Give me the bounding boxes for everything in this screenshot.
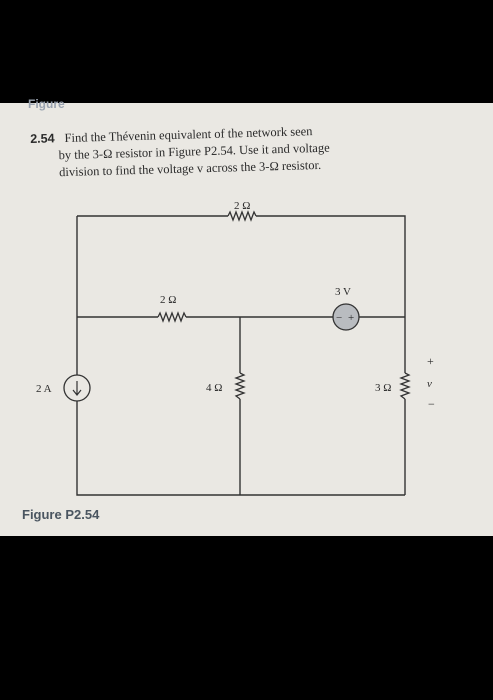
plus-terminal: + — [427, 354, 434, 368]
current-source-label: 2 A — [36, 383, 52, 395]
middle-resistor-label: 4 Ω — [206, 382, 222, 394]
minus-terminal: − — [428, 397, 435, 411]
right-resistor — [399, 372, 411, 400]
wire-left-lower — [76, 401, 405, 496]
voltage-source-plus: + — [348, 312, 354, 324]
figure-caption: Figure P2.54 — [22, 507, 100, 522]
cropped-figure-label: Figure — [28, 97, 65, 111]
current-arrow-icon — [72, 381, 82, 396]
voltage-source-minus: − — [336, 312, 342, 324]
middle-resistor — [234, 372, 246, 400]
right-resistor-label: 3 Ω — [375, 382, 391, 394]
wire-top-right — [256, 215, 406, 301]
voltage-source-label: 3 V — [335, 286, 351, 298]
top-resistor-label: 2 Ω — [234, 200, 250, 212]
left-resistor-label: 2 Ω — [160, 294, 176, 306]
voltage-label: v — [427, 378, 432, 390]
left-resistor — [157, 311, 187, 323]
top-resistor — [227, 210, 257, 222]
circuit-diagram: 2 Ω 2 Ω 4 Ω 3 Ω + v − − + 3 V 2 A — [36, 200, 435, 496]
voltage-source — [332, 303, 360, 331]
